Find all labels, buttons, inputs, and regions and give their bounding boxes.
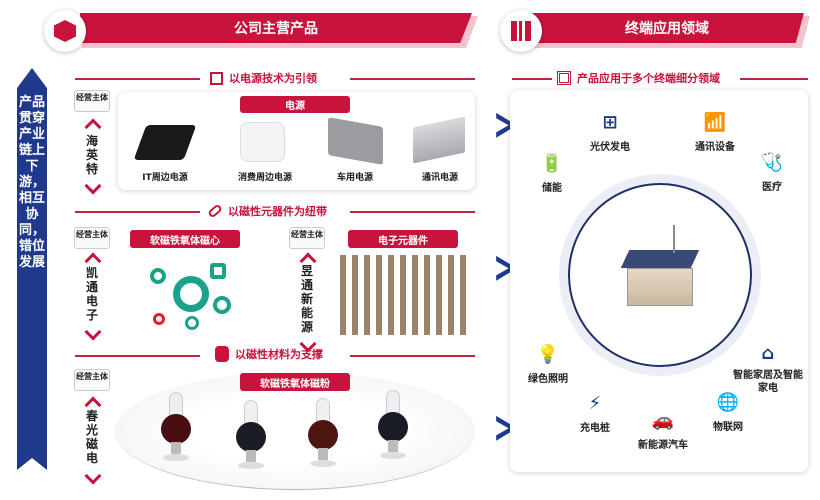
entity-name: 海英特 (85, 134, 98, 176)
product-label: IT周边电源 (142, 173, 188, 183)
powder-flask (375, 390, 411, 470)
app-charging: ⚡充电桩 (580, 393, 610, 434)
network-globe-icon: 🌐 (716, 392, 740, 413)
box-icon (44, 10, 86, 52)
applications-header: 终端应用领域 (530, 13, 804, 43)
value-chain-text: 产品贯穿产业链上下游，相互协同，错位发展 (18, 95, 45, 270)
charging-station-icon: ⚡ (588, 393, 602, 414)
chevron-up-icon (84, 252, 100, 260)
entity-tag: 经营主体 (74, 227, 110, 249)
value-chain-banner (17, 68, 47, 470)
entity-name: 凯通电子 (85, 266, 98, 322)
grid-icon (557, 71, 571, 85)
arrow-right-icon: > (493, 242, 516, 293)
products-header: 公司主营产品 (80, 13, 472, 43)
stethoscope-icon: 🩺 (760, 152, 784, 173)
link-icon (207, 203, 223, 219)
applications-header-text: 终端应用领域 (625, 21, 709, 37)
chevron-down-icon (84, 474, 100, 482)
product-label: 消费周边电源 (237, 173, 292, 183)
arrow-right-icon: > (493, 402, 516, 453)
entity-name: 昱通新能源 (300, 264, 313, 334)
entity-tag: 经营主体 (74, 369, 110, 391)
solar-inverter-icon: ⊞ (602, 112, 618, 133)
power-category: 电源 (240, 96, 350, 113)
powder-flask (233, 400, 269, 480)
app-solar: ⊞光伏发电 (590, 112, 630, 153)
entity-name: 春光磁电 (85, 409, 98, 465)
database-icon (215, 346, 229, 362)
electric-car-icon: 🚗 (651, 410, 675, 431)
app-iot: 🌐物联网 (713, 392, 743, 433)
chevron-up-icon (84, 118, 100, 126)
smart-home-image (615, 225, 705, 310)
router-icon: 📶 (703, 112, 727, 133)
product-label: 通讯电源 (421, 173, 458, 183)
entity-tag: 经营主体 (74, 90, 110, 112)
app-storage: 🔋储能 (540, 153, 564, 194)
chevron-up-icon (299, 252, 315, 260)
chevron-down-icon (84, 184, 100, 192)
electronic-components-image (340, 255, 468, 335)
app-lighting: 💡绿色照明 (528, 344, 568, 385)
app-ev: 🚗新能源汽车 (638, 410, 688, 451)
ferrite-core-category: 软磁铁氧体磁心 (130, 230, 240, 248)
ferrite-cores-image (145, 258, 235, 333)
battery-icon: 🔋 (540, 153, 564, 174)
ferrite-powder-category: 软磁铁氧体磁粉 (240, 373, 350, 391)
growth-icon (210, 71, 223, 85)
products-header-text: 公司主营产品 (234, 21, 318, 37)
app-medical: 🩺医疗 (760, 152, 784, 193)
app-smart-home: ⌂智能家居及智能家电 (733, 343, 803, 394)
book-icon (500, 10, 542, 52)
applications-subheading: 产品应用于多个终端细分领域 (557, 70, 720, 86)
house-icon: ⌂ (761, 343, 775, 364)
app-telecom: 📶通讯设备 (695, 112, 735, 153)
section3-heading: 以磁性材料为支撑 (215, 346, 323, 362)
product-label: 车用电源 (336, 173, 373, 183)
chevron-up-icon (84, 396, 100, 404)
lamp-icon: 💡 (536, 344, 560, 365)
entity-tag: 经营主体 (289, 227, 325, 249)
application-ring (568, 183, 752, 367)
arrow-right-icon: > (493, 99, 516, 150)
usb-charger-image (240, 122, 285, 162)
section1-heading: 以电源技术为引领 (210, 70, 317, 86)
powder-flask (305, 398, 341, 478)
components-category: 电子元器件 (348, 230, 458, 248)
powder-flask (158, 392, 194, 472)
section2-heading: 以磁性元器件为纽带 (207, 203, 327, 219)
chevron-down-icon (84, 330, 100, 338)
